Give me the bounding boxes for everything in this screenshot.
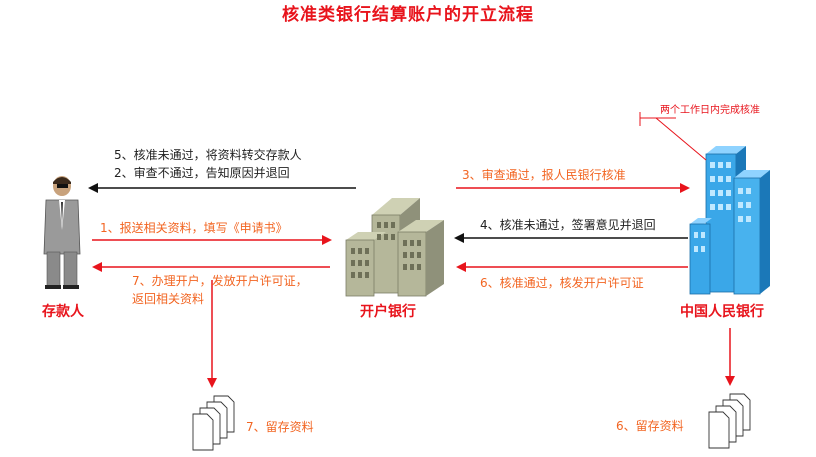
- step-7-archive-label: 7、留存资料: [246, 420, 314, 434]
- bank-documents-icon: [192, 395, 235, 451]
- step-7b-label: 返回相关资料: [132, 292, 205, 306]
- step-4-label: 4、核准未通过，签署意见并退回: [480, 218, 656, 232]
- pboc-label: 中国人民银行: [680, 304, 764, 320]
- pboc-building-icon: [689, 146, 770, 295]
- step-3-label: 3、审查通过，报人民银行核准: [462, 168, 626, 182]
- diagram-title: 核准类银行结算账户的开立流程: [282, 5, 534, 25]
- step-5-label: 5、核准未通过，将资料转交存款人: [114, 148, 302, 162]
- step-6-label: 6、核准通过，核发开户许可证: [480, 276, 644, 290]
- bank-label: 开户银行: [360, 304, 416, 320]
- step-6-archive-label: 6、留存资料: [616, 419, 684, 433]
- step-2-label: 2、审查不通过，告知原因并退回: [114, 166, 290, 180]
- step-7a-label: 7、办理开户，发放开户许可证，: [132, 274, 308, 288]
- step-1-label: 1、报送相关资料，填写《申请书》: [100, 221, 288, 235]
- bank-building-icon: [345, 198, 444, 297]
- depositor-icon: [43, 176, 81, 289]
- pboc-documents-icon: [708, 393, 751, 449]
- note-two-days: 两个工作日内完成核准: [660, 105, 760, 116]
- depositor-label: 存款人: [42, 304, 84, 320]
